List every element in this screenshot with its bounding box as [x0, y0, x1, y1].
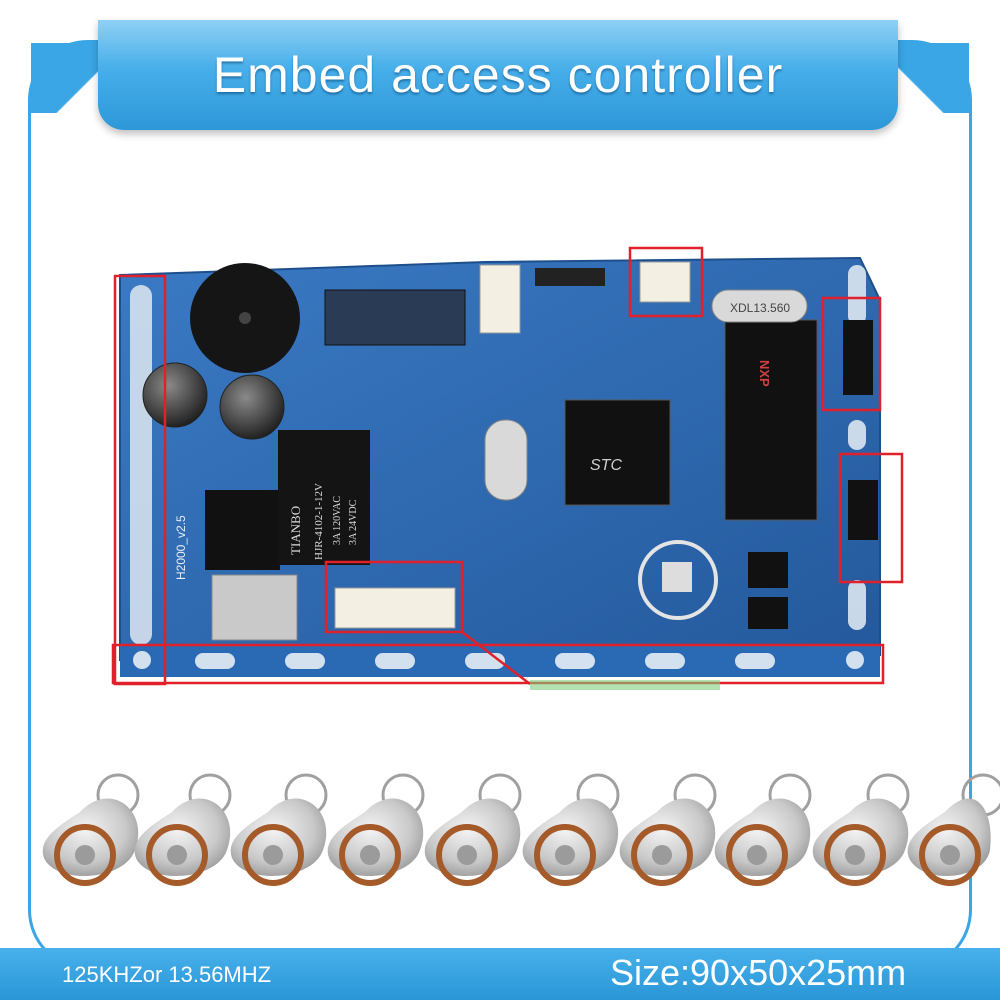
keyfob: [134, 773, 232, 886]
heatsink: [211, 574, 298, 641]
crystal-small: [484, 419, 528, 501]
size-label: Size:90x50x25mm: [610, 952, 907, 993]
pcb-board: TIANBO HJR-4102-1-12V 3A 120VAC 3A 24VDC…: [111, 246, 904, 690]
mounting-slot: [130, 285, 152, 645]
relay-model: HJR-4102-1-12V: [313, 483, 325, 560]
nfc-chip-brand: NXP: [757, 360, 772, 387]
terminal-connector: [334, 587, 456, 629]
voltage-regulator: [205, 490, 280, 570]
connector-white: [479, 264, 521, 334]
crystal-label: XDL13.560: [730, 301, 790, 315]
keyfob: [424, 773, 522, 886]
title-banner: Embed access controller: [98, 20, 898, 130]
footer-bar: [0, 948, 1000, 1000]
keyfob: [230, 773, 328, 886]
mcu-brand: STC: [590, 457, 622, 474]
relay-rating-2: 3A 24VDC: [348, 499, 359, 545]
board-model-label: H2000_v2.5: [174, 515, 188, 580]
page-title: Embed access controller: [212, 47, 784, 103]
keyfob: [522, 773, 620, 886]
keyfob: [619, 773, 717, 886]
keyfob: [42, 773, 140, 886]
highlight-boxes: [111, 246, 904, 686]
relay: [278, 430, 370, 565]
antenna-coil: [638, 540, 718, 620]
frequency-label: 125KHZor 13.56MHZ: [62, 962, 272, 987]
connector-white: [639, 261, 691, 303]
mcu-chip: [564, 399, 671, 506]
keyfob: [812, 773, 910, 886]
capacitor: [142, 362, 208, 428]
inductor: [748, 597, 788, 629]
pin-header: [324, 289, 466, 346]
capacitor: [219, 374, 285, 440]
nfc-chip: [724, 319, 818, 521]
keyfob: [907, 773, 1000, 886]
prog-header: [535, 268, 605, 286]
keyfob-row: [42, 773, 1000, 886]
keyfob: [327, 773, 425, 886]
inductor: [748, 552, 788, 588]
jumper-s1: [848, 480, 878, 540]
crystal: [711, 289, 808, 323]
bottom-slots: [133, 651, 864, 669]
relay-brand: TIANBO: [288, 506, 303, 555]
keyfob: [714, 773, 812, 886]
jumper-s2: [843, 320, 873, 395]
relay-rating-1: 3A 120VAC: [332, 496, 343, 545]
